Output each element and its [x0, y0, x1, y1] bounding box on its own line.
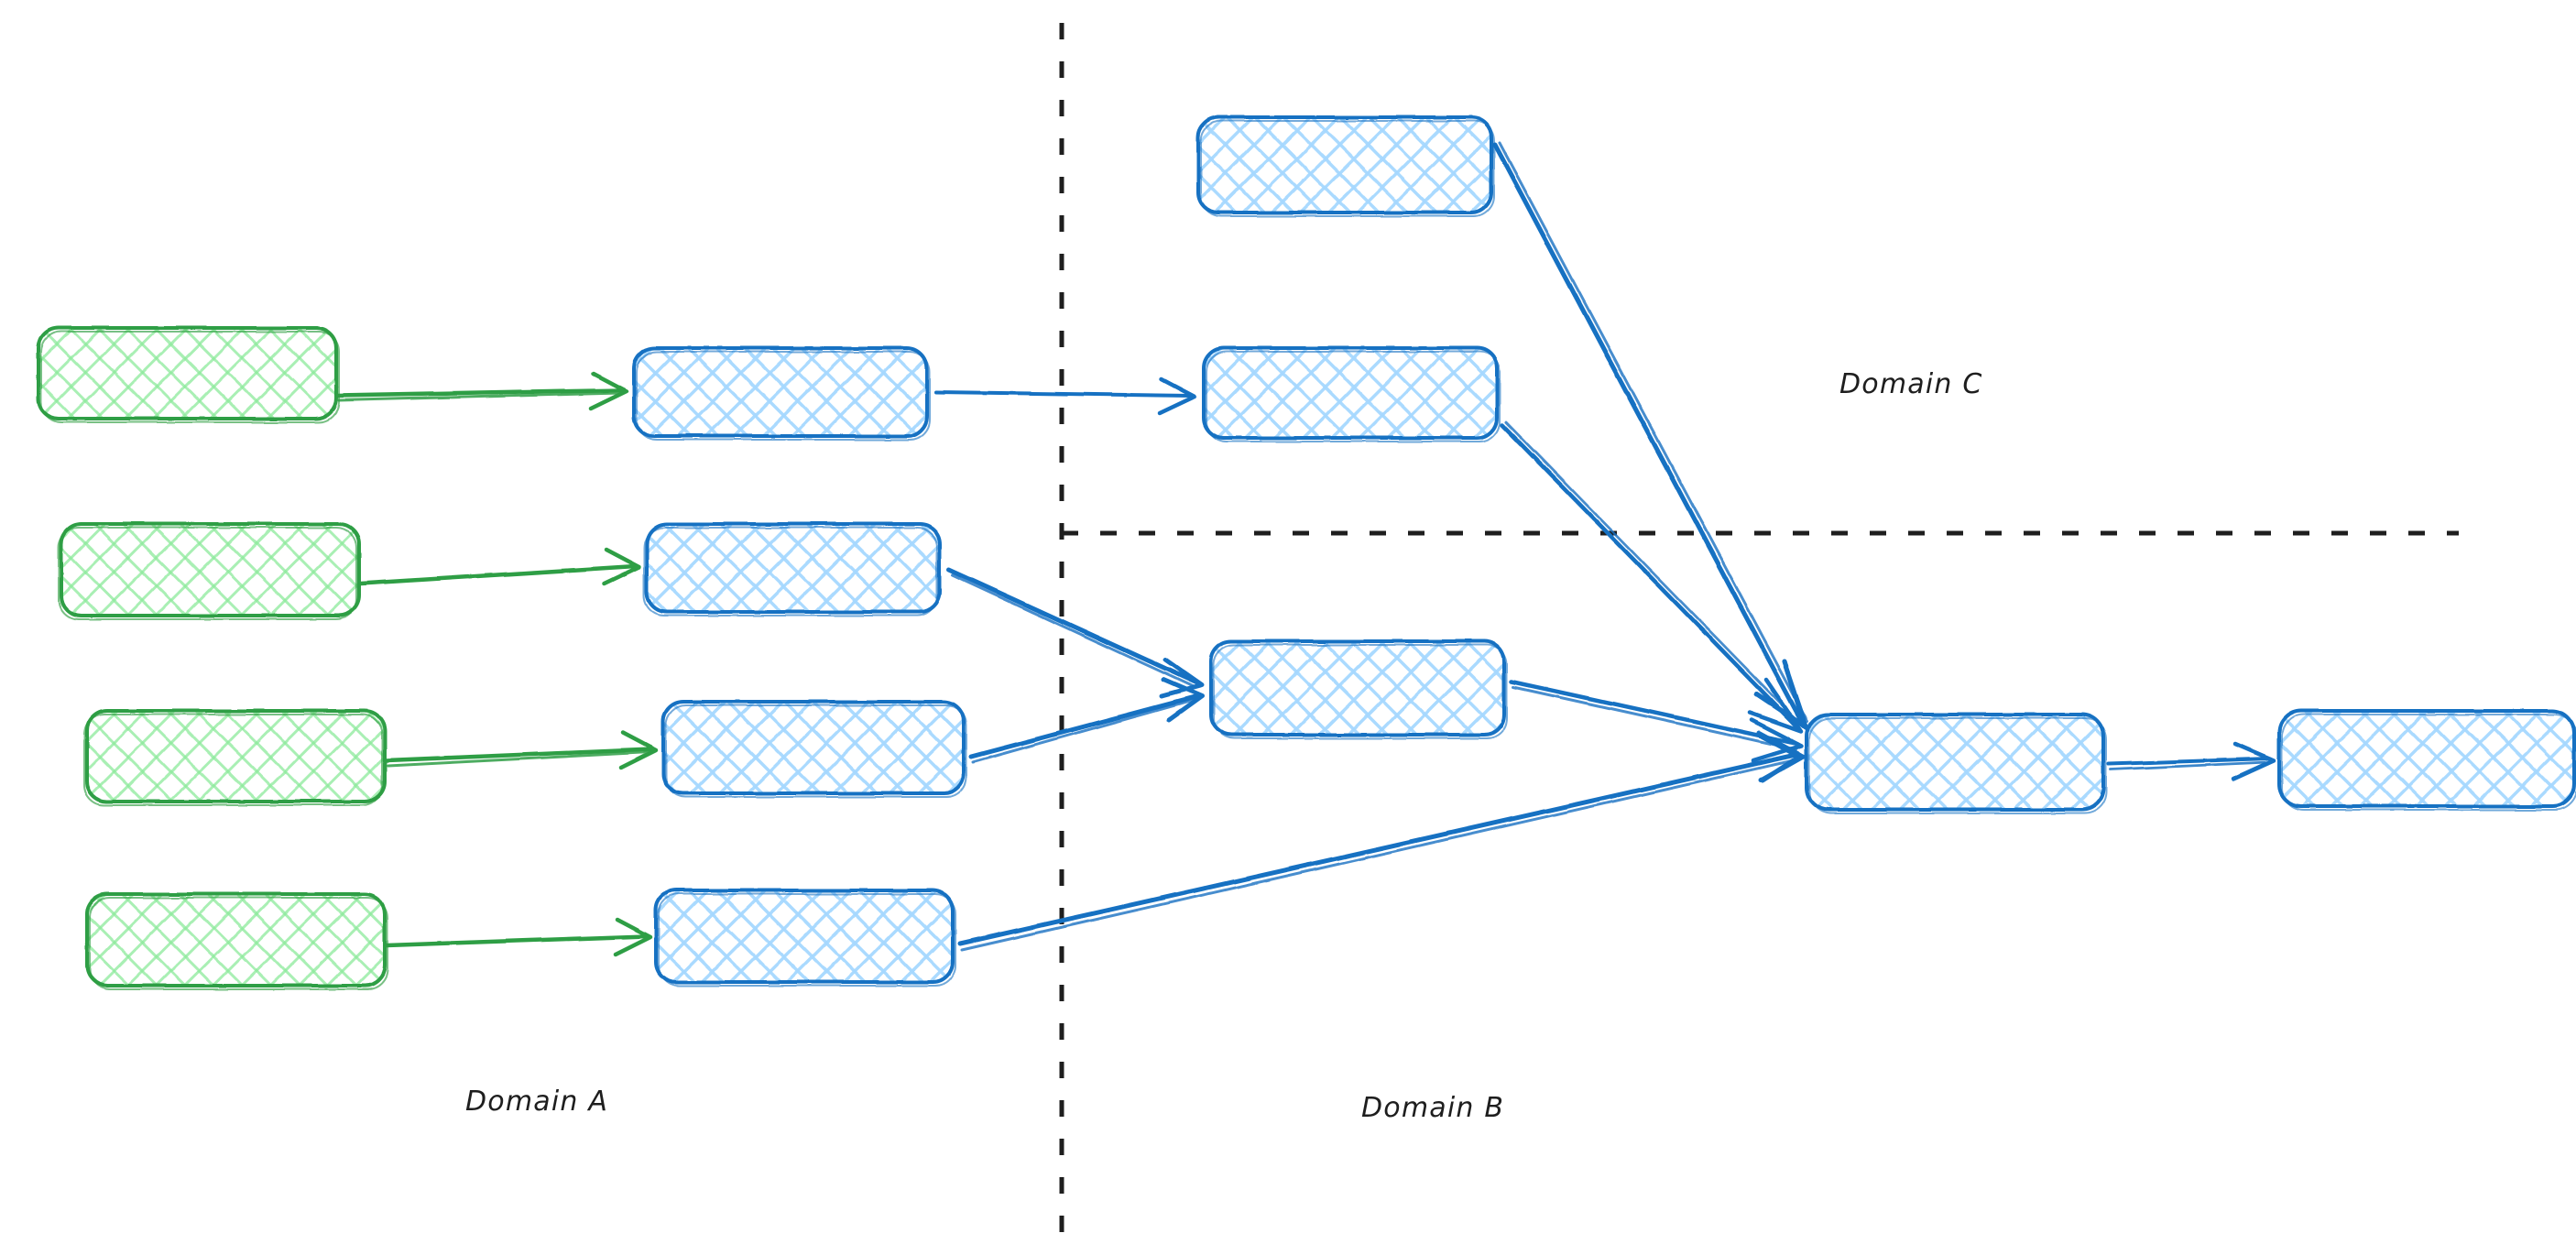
node-a1[interactable]: [37, 326, 340, 423]
edge-c3-d1: [1509, 679, 1804, 763]
nodes-layer: [37, 115, 2576, 990]
node-a4[interactable]: [85, 892, 388, 990]
node-b1[interactable]: [632, 346, 931, 441]
node-c2[interactable]: [1202, 346, 1501, 442]
edge-d1-d2: [2107, 741, 2276, 781]
domain-label-c: Domain C: [1839, 368, 1983, 400]
edge-c1-d1: [1492, 141, 1809, 728]
edge-a1-b1: [334, 371, 629, 411]
node-a2[interactable]: [58, 522, 361, 620]
edge-a4-b4: [384, 917, 653, 957]
edge-b3-c3: [968, 677, 1205, 764]
edge-b4-d1: [957, 732, 1802, 952]
domain-label-b: Domain B: [1361, 1092, 1505, 1124]
node-d2[interactable]: [2277, 709, 2576, 811]
edges-layer: [334, 141, 2276, 957]
domain-label-a: Domain A: [465, 1086, 609, 1118]
node-c1[interactable]: [1196, 115, 1495, 217]
node-b3[interactable]: [661, 700, 967, 798]
node-d1[interactable]: [1805, 713, 2107, 814]
edge-b2-c3: [946, 567, 1205, 699]
edge-b1-c2: [934, 376, 1197, 416]
edge-a3-b3: [384, 730, 659, 770]
arrowheads-overlay: [1754, 659, 1809, 783]
node-a3[interactable]: [83, 709, 387, 806]
domain-dividers: [1059, 23, 2459, 1241]
node-b4[interactable]: [654, 889, 956, 987]
edge-c2-d1: [1500, 420, 1805, 734]
node-c3[interactable]: [1209, 639, 1508, 739]
node-b2[interactable]: [643, 522, 942, 617]
edge-a2-b2: [358, 547, 642, 586]
